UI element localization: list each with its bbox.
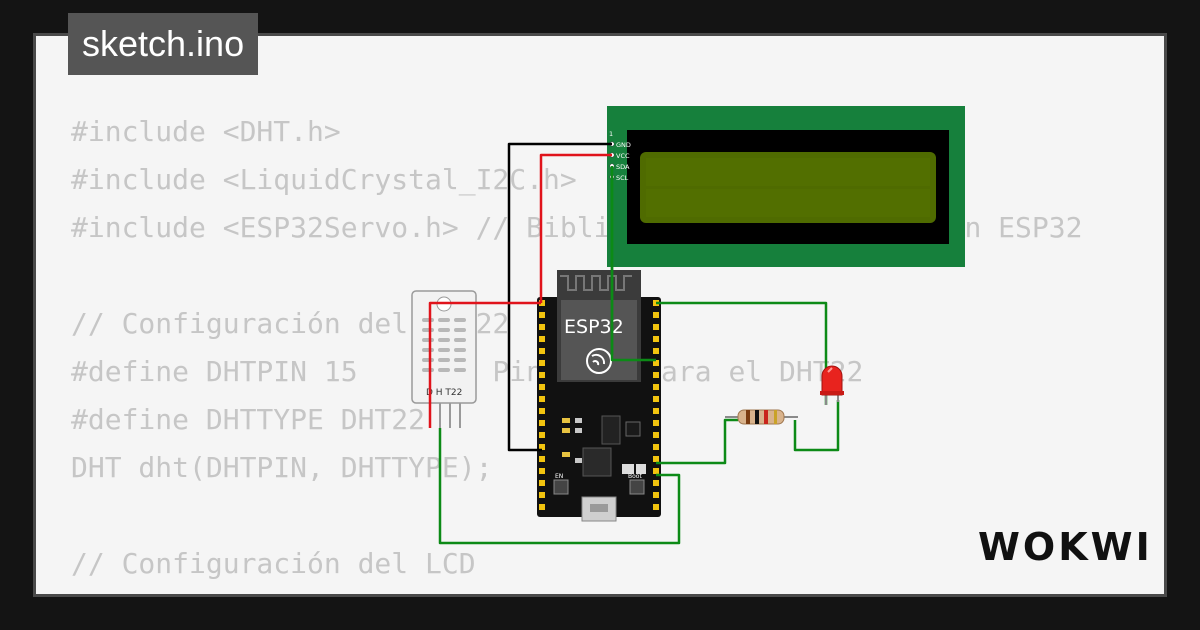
- code-line: // Configuración del LCD: [71, 547, 476, 580]
- resistor[interactable]: [725, 409, 798, 425]
- wire-dht-vcc-red[interactable]: [428, 301, 541, 428]
- dht22-sensor[interactable]: D H T22: [411, 290, 477, 428]
- code-line: // Configuración del DHT22: [71, 307, 510, 340]
- wire-led-anode-green[interactable]: [656, 301, 828, 405]
- code-line: #include <LiquidCrystal_I2C.h>: [71, 163, 577, 196]
- wire-dht-data-green[interactable]: [438, 428, 681, 545]
- wire-led-cathode-green[interactable]: [793, 400, 840, 452]
- code-editor-preview: #include <DHT.h> #include <LiquidCrystal_…: [71, 108, 1131, 594]
- lcd-char-grid: [646, 158, 930, 217]
- sketch-file-tab[interactable]: sketch.ino: [68, 13, 259, 75]
- resistor-body: [737, 409, 785, 425]
- code-line: #define DHTTYPE DHT22: [71, 403, 426, 436]
- esp32-en-button[interactable]: [553, 479, 569, 495]
- esp32-boot-label: Boot: [628, 473, 642, 480]
- lcd-display[interactable]: 1 GND VCC SDA SCL: [607, 106, 965, 267]
- lcd-pin-label: 1: [609, 130, 613, 138]
- esp32-antenna: [560, 275, 632, 291]
- wokwi-logo-text: WOKWI: [978, 525, 1148, 569]
- esp32-board[interactable]: ESP32 EN Boot: [537, 270, 661, 522]
- esp32-shield: [561, 300, 637, 380]
- lcd-pin-label: VCC: [616, 152, 630, 160]
- lcd-pin-label: SDA: [616, 163, 630, 171]
- esp32-en-label: EN: [555, 473, 563, 480]
- led-body: [821, 365, 843, 396]
- red-led[interactable]: [820, 365, 844, 405]
- lcd-pin-label: SCL: [616, 174, 629, 182]
- code-line: #include <DHT.h>: [71, 115, 341, 148]
- code-line: DHT dht(DHTPIN, DHTTYPE);: [71, 451, 493, 484]
- dht22-label: D H T22: [426, 388, 462, 398]
- esp32-usb-chip: [582, 447, 612, 477]
- lcd-pin-label: GND: [616, 141, 631, 149]
- espressif-logo-icon: [586, 348, 612, 374]
- wire-gnd-black[interactable]: [507, 142, 612, 452]
- wire-vcc-red[interactable]: [539, 153, 612, 303]
- esp32-pin-header-right[interactable]: [653, 300, 659, 510]
- esp32-label: ESP32: [564, 316, 624, 338]
- esp32-regulator: [601, 415, 621, 445]
- lcd-screen: [640, 152, 936, 223]
- esp32-boot-button[interactable]: [629, 479, 645, 495]
- dht22-pins: [429, 403, 461, 428]
- wokwi-logo: WOKWI: [978, 525, 1148, 569]
- wire-resistor-green[interactable]: [656, 418, 738, 465]
- esp32-led-indicator: [625, 421, 641, 437]
